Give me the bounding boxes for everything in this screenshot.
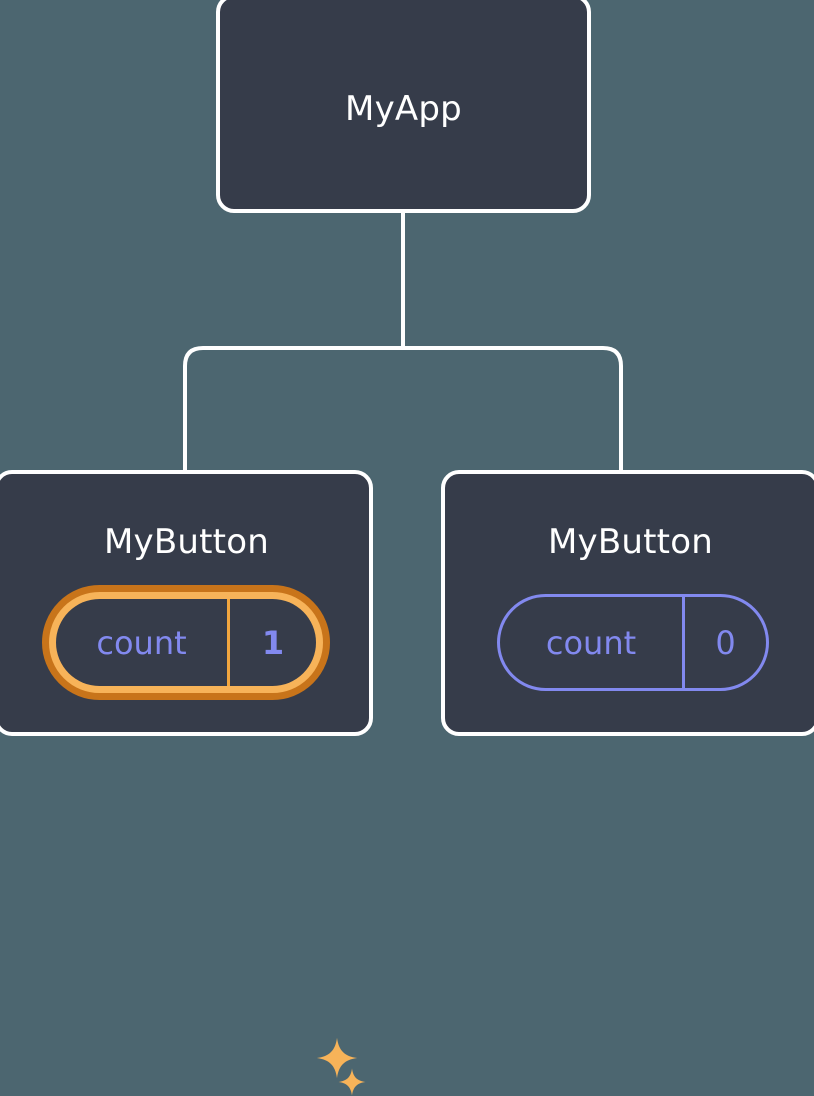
component-node-label: MyButton [548, 522, 713, 562]
sparkle-icon [338, 1068, 366, 1096]
state-value-label: 0 [715, 623, 736, 662]
state-value-label: 1 [261, 623, 285, 662]
state-pill-inner: count 1 [56, 599, 316, 686]
state-pill-divider [227, 599, 230, 686]
component-node-label: MyButton [104, 522, 269, 562]
component-node-label: MyApp [345, 89, 462, 129]
state-pill-highlighted[interactable]: count 1 [42, 585, 330, 700]
component-node-mybutton-right[interactable]: MyButton count 0 [441, 470, 814, 736]
state-pill[interactable]: count 0 [497, 594, 769, 691]
state-key-label: count [96, 623, 187, 662]
state-key-label: count [545, 623, 637, 662]
connector-bracket [183, 346, 623, 470]
component-node-mybutton-left[interactable]: MyButton count 1 [0, 470, 373, 1096]
component-node-myapp[interactable]: MyApp [216, 0, 591, 213]
state-pill-divider [682, 597, 685, 688]
